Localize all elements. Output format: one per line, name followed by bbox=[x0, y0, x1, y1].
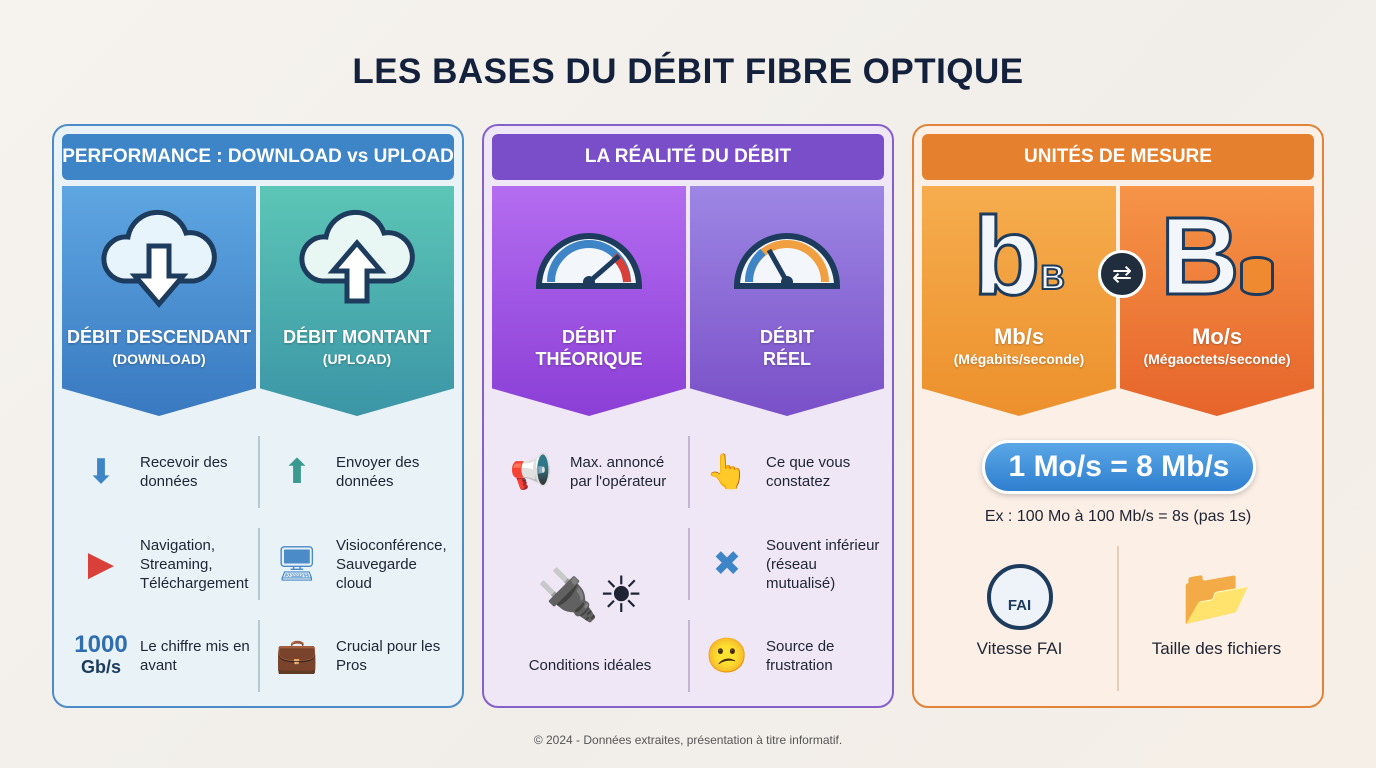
upload-card: DÉBIT MONTANT (UPLOAD) bbox=[260, 186, 454, 416]
list-item: ▶Navigation, Streaming, Téléchargement bbox=[62, 518, 258, 610]
conversion-badge: 1 Mo/s = 8 Mb/s bbox=[982, 440, 1256, 494]
panel-header: PERFORMANCE : DOWNLOAD vs UPLOAD bbox=[62, 134, 454, 180]
panel-debit-reality: LA RÉALITÉ DU DÉBIT DÉBIT THÉORIQUE DÉBI… bbox=[482, 124, 894, 708]
browser-video-icon: ▶ bbox=[87, 544, 115, 583]
upload-drive-icon: ⬆ bbox=[282, 452, 312, 491]
theoretical-card: DÉBIT THÉORIQUE bbox=[492, 186, 686, 416]
download-card: DÉBIT DESCENDANT (DOWNLOAD) bbox=[62, 186, 256, 416]
list-item: 🔌☀Conditions idéales bbox=[492, 518, 688, 702]
megaphone-icon: 📢 bbox=[509, 452, 553, 491]
page-title: LES BASES DU DÉBIT FIBRE OPTIQUE bbox=[352, 52, 1024, 91]
conversion-example: Ex : 100 Mo à 100 Mb/s = 8s (pas 1s) bbox=[984, 508, 1252, 525]
list-item: 😕Source de frustration bbox=[688, 610, 884, 702]
isp-gauge-icon: FAI bbox=[986, 564, 1053, 630]
panel-header: UNITÉS DE MESURE bbox=[922, 134, 1314, 180]
list-item: ⬆Envoyer des données bbox=[258, 426, 454, 518]
list-item: 🖥Visioconférence, Sauvegarde cloud bbox=[258, 518, 454, 610]
file-size-item: 📂Taille des fichiers bbox=[1117, 546, 1314, 691]
tangled-cables-icon: ✖ bbox=[712, 544, 742, 583]
speed-test-click-icon: 👆 bbox=[705, 452, 749, 491]
video-conference-icon: 🖥 bbox=[275, 544, 319, 583]
swap-arrows-icon: ⇄ bbox=[1098, 250, 1146, 298]
speedometer-high-icon bbox=[492, 186, 686, 326]
cable-sun-icon: 🔌☀ bbox=[536, 567, 644, 623]
panel-header: LA RÉALITÉ DU DÉBIT bbox=[492, 134, 884, 180]
list-item: 👆Ce que vous constatez bbox=[688, 426, 884, 518]
download-drive-icon: ⬇ bbox=[86, 452, 116, 491]
real-card: DÉBIT RÉEL bbox=[690, 186, 884, 416]
byte-database-icon: B bbox=[1120, 186, 1314, 326]
briefcase-chart-icon: 💼 bbox=[275, 636, 319, 675]
cloud-upload-icon bbox=[260, 186, 454, 326]
megaoctets-card: B Mo/s (Mégaoctets/seconde) bbox=[1120, 186, 1314, 416]
list-item: 💼Crucial pour les Pros bbox=[258, 610, 454, 702]
list-item: 📢Max. annoncé par l'opérateur bbox=[492, 426, 688, 518]
list-item: ✖Souvent inférieur (réseau mutualisé) bbox=[688, 518, 884, 610]
footer: © 2024 - Données extraites, présentation… bbox=[533, 733, 843, 747]
list-item: ⬇Recevoir des données bbox=[62, 426, 258, 518]
sad-face-icon: 😕 bbox=[705, 636, 749, 675]
speedometer-medium-icon bbox=[690, 186, 884, 326]
panel-download-upload: PERFORMANCE : DOWNLOAD vs UPLOAD DÉBIT D… bbox=[52, 124, 464, 708]
folder-icon: 📂 bbox=[1181, 565, 1252, 628]
cloud-download-icon bbox=[62, 186, 256, 326]
